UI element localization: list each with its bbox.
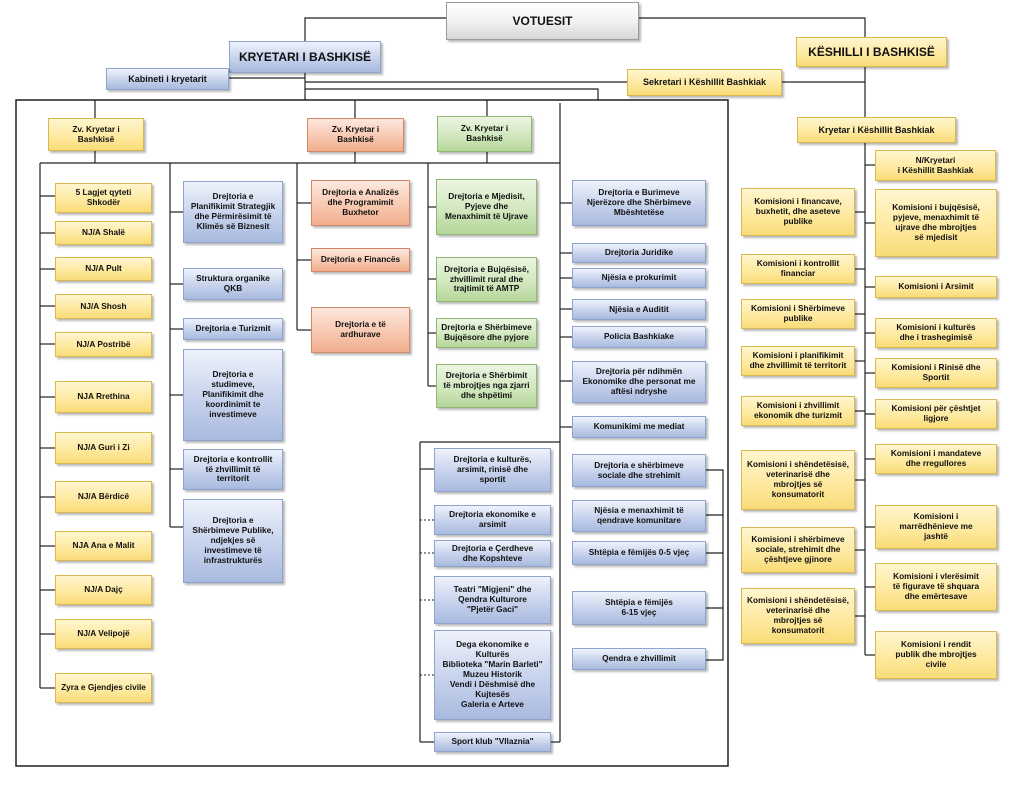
- deputy-mayor-middle: Zv. Kryetar i Bashkisë: [307, 118, 404, 152]
- commission-box: Komisioni i vlerësimit të figurave të sh…: [875, 563, 997, 611]
- direct-unit-box: Shtëpia e fëmijës 6-15 vjeç: [572, 591, 706, 625]
- commission-box: Komisioni i rendit publik dhe mbrojtjes …: [875, 631, 997, 679]
- directorate-box: Drejtoria e Financës: [311, 248, 410, 272]
- direct-unit-box: Policia Bashkiake: [572, 326, 706, 348]
- direct-unit-box: Drejtoria e shërbimeve sociale dhe streh…: [572, 454, 706, 487]
- commission-box: Komisioni i marrëdhënieve me jashtë: [875, 505, 997, 549]
- unit-box: NJ/A Dajç: [55, 575, 152, 605]
- culture-box: Sport klub "Vllaznia": [434, 732, 551, 752]
- mayor-box: KRYETARI I BASHKISË: [229, 41, 381, 73]
- direct-unit-box: Shtëpia e fëmijës 0-5 vjeç: [572, 541, 706, 565]
- direct-unit-box: Njësia e Auditit: [572, 299, 706, 320]
- commission-box: Komisioni i planifikimit dhe zhvillimit …: [741, 346, 855, 376]
- unit-box: NJ/A Guri i Zi: [55, 432, 152, 464]
- deputy-mayor-right: Zv. Kryetar i Bashkisë: [437, 116, 532, 152]
- direct-unit-box: Drejtoria e Burimeve Njerëzore dhe Shërb…: [572, 180, 706, 226]
- directorate-box: Drejtoria e Bujqësisë, zhvillimit rural …: [436, 257, 537, 302]
- direct-unit-box: Drejtoria për ndihmën Ekonomike dhe pers…: [572, 361, 706, 403]
- commission-box: Komisioni i shëndetësisë, veterinarisë d…: [741, 588, 855, 644]
- directorate-box: Drejtoria e Turizmit: [183, 318, 283, 340]
- unit-box: NJA Ana e Malit: [55, 531, 152, 561]
- unit-box: NJ/A Velipojë: [55, 619, 152, 649]
- direct-unit-box: Njësia e menaxhimit të qendrave komunita…: [572, 500, 706, 532]
- culture-box: Dega ekonomike e Kulturës Biblioteka "Ma…: [434, 630, 551, 720]
- commission-box: Komisioni i shërbimeve sociale, strehimi…: [741, 527, 855, 573]
- culture-box: Drejtoria e Çerdheve dhe Kopshteve: [434, 540, 551, 567]
- unit-box: NJ/A Postribë: [55, 332, 152, 357]
- unit-box: NJ/A Shosh: [55, 294, 152, 319]
- commission-box: Komisioni i financave, buxhetit, dhe ase…: [741, 188, 855, 236]
- unit-box: NJ/A Shalë: [55, 221, 152, 245]
- commission-box: Komisioni i zhvillimit ekonomik dhe turi…: [741, 396, 855, 426]
- commission-box: Komisioni i Shërbimeve publike: [741, 299, 855, 329]
- directorate-box: Drejtoria e Mjedisit, Pyjeve dhe Menaxhi…: [436, 179, 537, 235]
- cabinet-box: Kabineti i kryetarit: [106, 68, 229, 90]
- directorate-box: Drejtoria e kontrollit të zhvillimit të …: [183, 449, 283, 490]
- commission-box: Komisioni i kontrollit financiar: [741, 254, 855, 284]
- unit-box: NJ/A Bërdicë: [55, 481, 152, 513]
- culture-box: Drejtoria ekonomike e arsimit: [434, 505, 551, 535]
- council-vice-chair-box: N/Kryetari i Këshillit Bashkiak: [875, 150, 996, 181]
- directorate-box: Drejtoria e Shërbimeve Publike, ndjekjes…: [183, 499, 283, 583]
- deputy-mayor-left: Zv. Kryetar i Bashkisë: [48, 118, 144, 151]
- commission-box: Komisioni për çështjet ligjore: [875, 399, 997, 429]
- direct-unit-box: Drejtoria Juridike: [572, 243, 706, 263]
- unit-box: NJA Rrethina: [55, 381, 152, 413]
- commission-box: Komisioni i bujqësisë, pyjeve, menaxhimi…: [875, 189, 997, 257]
- directorate-box: Drejtoria e Planifikimit Strategjik dhe …: [183, 181, 283, 243]
- directorate-box: Drejtoria e Shërbimit të mbrojtjes nga z…: [436, 364, 537, 408]
- unit-box: NJ/A Pult: [55, 257, 152, 281]
- commission-box: Komisioni i shëndetësisë, veterinarisë d…: [741, 450, 855, 510]
- directorate-box: Drejtoria e Analizës dhe Programimit Bux…: [311, 180, 410, 226]
- directorate-box: Drejtoria e Shërbimeve Bujqësore dhe pyj…: [436, 318, 537, 348]
- direct-unit-box: Njësia e prokurimit: [572, 268, 706, 288]
- direct-unit-box: Qendra e zhvillimit: [572, 648, 706, 670]
- directorate-box: Drejtoria e të ardhurave: [311, 307, 410, 353]
- unit-box: 5 Lagjet qyteti Shkodër: [55, 183, 152, 213]
- unit-box: Zyra e Gjendjes civile: [55, 673, 152, 703]
- commission-box: Komisioni i Rinisë dhe Sportit: [875, 358, 997, 388]
- council-chair-box: Kryetar i Këshillit Bashkiak: [797, 117, 956, 143]
- directorate-box: Struktura organike QKB: [183, 268, 283, 300]
- commission-box: Komisioni i Arsimit: [875, 276, 997, 298]
- direct-unit-box: Komunikimi me mediat: [572, 416, 706, 438]
- commission-box: Komisioni i mandateve dhe rregullores: [875, 444, 997, 474]
- council-box: KËSHILLI I BASHKISË: [796, 37, 947, 67]
- commission-box: Komisioni i kulturës dhe i trashegimisë: [875, 318, 997, 348]
- council-secretary-box: Sekretari i Këshillit Bashkiak: [627, 69, 782, 96]
- culture-box: Drejtoria e kulturës, arsimit, rinisë dh…: [434, 448, 551, 492]
- voters-box: VOTUESIT: [446, 2, 639, 40]
- culture-box: Teatri "Migjeni" dhe Qendra Kulturore "P…: [434, 576, 551, 624]
- directorate-box: Drejtoria e studimeve, Planifikimit dhe …: [183, 349, 283, 441]
